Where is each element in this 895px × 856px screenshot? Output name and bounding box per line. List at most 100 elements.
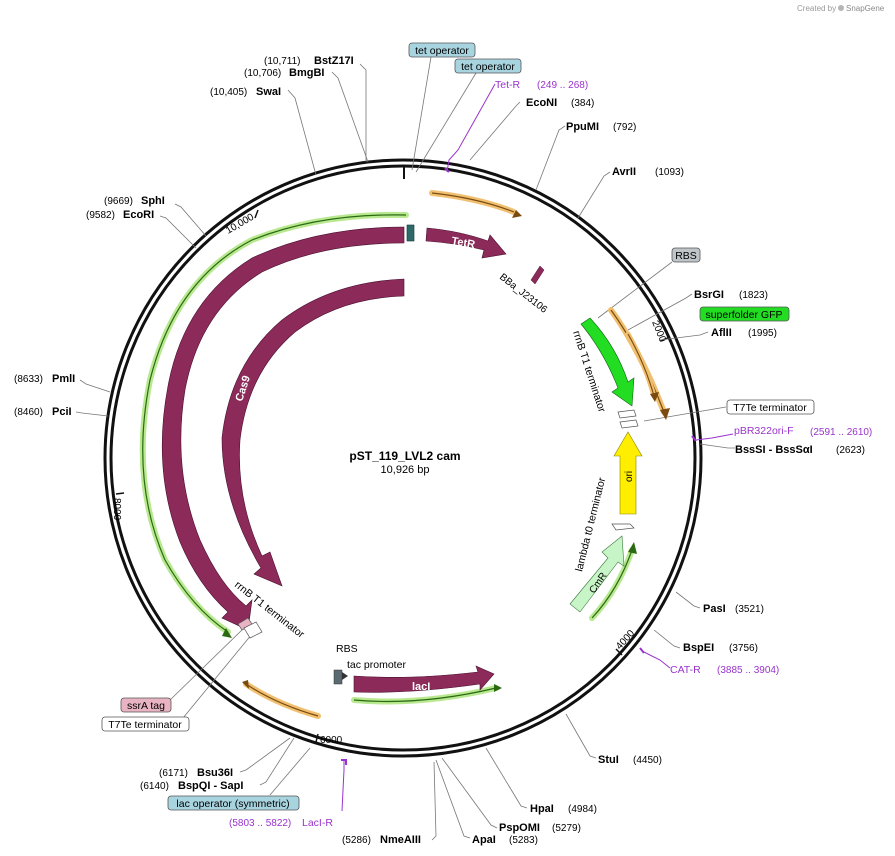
primers: Tet-R (249 .. 268) pBR322ori-F (2591 .. … bbox=[229, 79, 872, 829]
primer-cat-r-leader bbox=[643, 651, 671, 669]
primer-tet-r[interactable]: Tet-R bbox=[495, 79, 521, 91]
restriction-sites: (10,711) BstZ17I (10,706) BmgBI (10,405)… bbox=[14, 55, 865, 846]
site-ecori[interactable]: EcoRI bbox=[123, 209, 154, 221]
site-ecori-pos: (9582) bbox=[86, 210, 115, 221]
label-ori: ori bbox=[624, 471, 635, 482]
primer-laci-r-leader bbox=[341, 760, 345, 812]
site-bsrgi[interactable]: BsrGI bbox=[694, 289, 724, 301]
site-swai[interactable]: SwaI bbox=[256, 86, 281, 98]
feature-labels: tet operator tet operator RBS superfolde… bbox=[101, 42, 815, 811]
box-t7te-terminator-right[interactable] bbox=[726, 399, 815, 415]
site-nmeaiii-pos: (5286) bbox=[342, 835, 371, 846]
primer-tet-r-leader bbox=[446, 83, 496, 173]
site-econi[interactable]: EcoNI bbox=[526, 97, 557, 109]
site-bmgbi[interactable]: BmgBI bbox=[289, 67, 324, 79]
site-hpai-pos: (4984) bbox=[568, 804, 597, 815]
green-track-arrows bbox=[139, 211, 637, 705]
tick-8000: 8000 bbox=[111, 498, 122, 521]
tac-promoter-mark[interactable] bbox=[342, 672, 348, 680]
backbone-outer-ring bbox=[103, 158, 703, 758]
label-lambda-terminator: lambda t0 terminator bbox=[573, 476, 608, 573]
site-nmeaiii[interactable]: NmeAIII bbox=[380, 834, 421, 846]
site-bsu36i[interactable]: Bsu36I bbox=[197, 767, 233, 779]
rrnb-terminator-left-mark[interactable] bbox=[243, 621, 263, 639]
rbs-bottom-mark[interactable] bbox=[333, 669, 343, 685]
site-swai-pos: (10,405) bbox=[210, 87, 247, 98]
box-lac-operator[interactable] bbox=[167, 795, 300, 811]
tick-2000: 2000 bbox=[649, 319, 668, 344]
label-lac-operator: lac operator (symmetric) bbox=[176, 798, 289, 810]
site-ppumi[interactable]: PpuMI bbox=[566, 121, 599, 133]
tet-operator-mark[interactable] bbox=[406, 224, 415, 242]
t7te-terminator-right-mark[interactable] bbox=[619, 419, 639, 429]
primer-cat-r-mark bbox=[639, 647, 645, 654]
orange-track-arrows bbox=[242, 190, 670, 719]
primer-tet-r-range: (249 .. 268) bbox=[537, 80, 588, 91]
arrow-ori[interactable] bbox=[613, 431, 643, 515]
label-tet-operator-2: tet operator bbox=[461, 61, 515, 73]
label-t7te-terminator-right: T7Te terminator bbox=[733, 402, 807, 414]
site-pasi-pos: (3521) bbox=[735, 604, 764, 615]
site-bspei-pos: (3756) bbox=[729, 643, 758, 654]
primer-pbr322-leader bbox=[695, 433, 734, 441]
site-apai[interactable]: ApaI bbox=[472, 834, 496, 846]
site-stui[interactable]: StuI bbox=[598, 754, 619, 766]
tick-8000-mark bbox=[115, 492, 125, 495]
arrow-cas9-inner[interactable] bbox=[221, 278, 405, 587]
box-rbs-top[interactable] bbox=[671, 247, 701, 263]
primer-laci-r[interactable]: LacI-R bbox=[302, 817, 333, 829]
site-pcii[interactable]: PciI bbox=[52, 406, 72, 418]
rrnb-terminator-right-mark[interactable] bbox=[617, 409, 637, 419]
plasmid-length: 10,926 bp bbox=[381, 464, 430, 476]
site-bspei[interactable]: BspEI bbox=[683, 642, 714, 654]
site-ppumi-pos: (792) bbox=[613, 122, 636, 133]
site-bmgbi-pos: (10,706) bbox=[244, 68, 281, 79]
cds-arrows: TetR Cas9 Cas9 lacI ori CmR bbox=[161, 226, 643, 693]
snapgene-logo-icon bbox=[838, 5, 844, 11]
credit-prefix: Created by bbox=[797, 4, 836, 13]
box-ssra-tag[interactable] bbox=[120, 697, 172, 713]
primer-laci-r-mark bbox=[341, 759, 347, 765]
primer-tet-r-mark bbox=[444, 167, 450, 173]
site-econi-pos: (384) bbox=[571, 98, 594, 109]
site-bspqi-pos: (6140) bbox=[140, 781, 169, 792]
site-avrii-pos: (1093) bbox=[655, 167, 684, 178]
primer-cat-r-range: (3885 .. 3904) bbox=[717, 665, 779, 676]
primer-pbr322-mark bbox=[691, 435, 697, 442]
arrow-tetr[interactable] bbox=[425, 227, 507, 259]
site-aflii-pos: (1995) bbox=[748, 328, 777, 339]
label-superfolder-gfp: superfolder GFP bbox=[705, 309, 782, 321]
site-bspqi[interactable]: BspQI - SapI bbox=[178, 780, 243, 792]
site-bstz17i-pos: (10,711) bbox=[264, 56, 301, 67]
box-tet-operator-1[interactable] bbox=[408, 42, 476, 58]
site-leader-lines bbox=[75, 56, 735, 841]
tick-10000-mark bbox=[254, 209, 259, 219]
site-aflii[interactable]: AflII bbox=[711, 327, 732, 339]
site-apai-pos: (5283) bbox=[509, 835, 538, 846]
site-pspomi[interactable]: PspOMI bbox=[499, 822, 540, 834]
arrow-superfolder-gfp[interactable] bbox=[580, 317, 635, 407]
arrow-cmr[interactable] bbox=[569, 535, 625, 613]
site-bsu36i-pos: (6171) bbox=[159, 768, 188, 779]
box-t7te-terminator-left[interactable] bbox=[101, 716, 190, 732]
box-superfolder-gfp[interactable] bbox=[699, 306, 790, 322]
site-bsrgi-pos: (1823) bbox=[739, 290, 768, 301]
box-tet-operator-2[interactable] bbox=[454, 58, 522, 74]
site-pmli[interactable]: PmlI bbox=[52, 373, 75, 385]
site-pmli-pos: (8633) bbox=[14, 374, 43, 385]
label-tac-promoter: tac promoter bbox=[347, 659, 406, 671]
orange-arrow-tetr[interactable] bbox=[429, 190, 517, 215]
site-bsssi[interactable]: BssSI - BssSαI bbox=[735, 444, 813, 456]
primer-pbr322ori-f[interactable]: pBR322ori-F bbox=[734, 425, 794, 437]
arrow-laci[interactable] bbox=[353, 665, 495, 693]
bba-j23106-mark[interactable] bbox=[530, 265, 545, 285]
label-tetr: TetR bbox=[450, 235, 475, 251]
site-pasi[interactable]: PasI bbox=[703, 603, 726, 615]
arrow-cas9-outer[interactable] bbox=[161, 226, 405, 631]
site-sphi[interactable]: SphI bbox=[141, 195, 165, 207]
site-hpai[interactable]: HpaI bbox=[530, 803, 554, 815]
primer-cat-r[interactable]: CAT-R bbox=[670, 664, 701, 676]
site-bstz17i[interactable]: BstZ17I bbox=[314, 55, 354, 67]
site-avrii[interactable]: AvrII bbox=[612, 166, 636, 178]
lambda-terminator-mark[interactable] bbox=[611, 523, 635, 531]
